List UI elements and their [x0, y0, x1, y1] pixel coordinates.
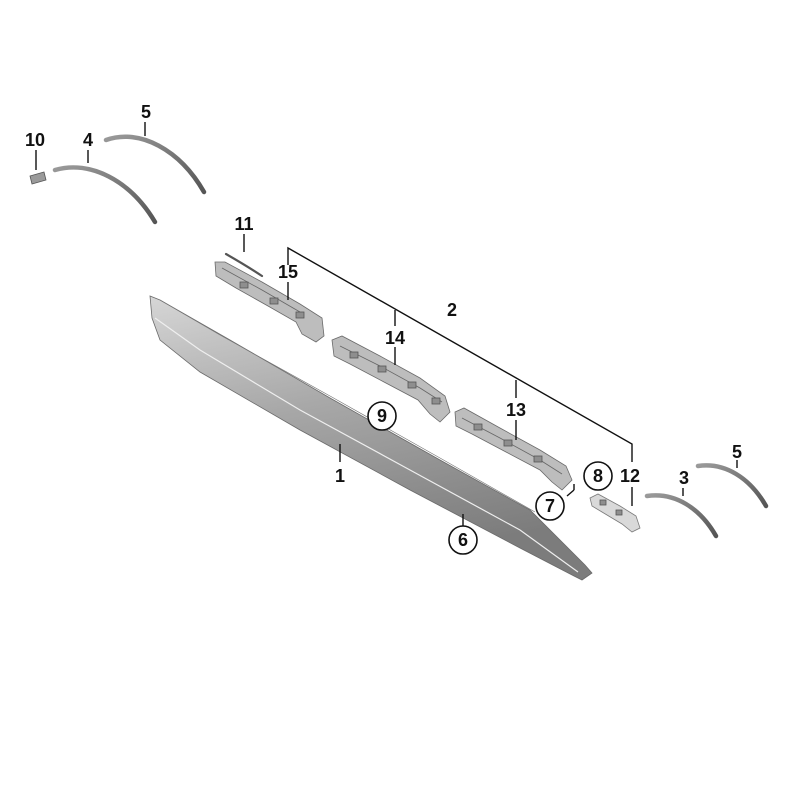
label-3: 3	[679, 468, 689, 488]
end-cap-10	[29, 171, 47, 185]
label-6: 6	[458, 530, 468, 550]
side-sill-part	[149, 295, 593, 581]
label-14: 14	[385, 328, 405, 348]
label-5-right: 5	[732, 442, 742, 462]
wheel-arch-trim-5-front	[695, 463, 769, 509]
circle-label-6	[448, 525, 478, 555]
label-10: 10	[25, 130, 45, 150]
label-4: 4	[83, 130, 93, 150]
support-bracket-14	[331, 335, 451, 423]
label-13: 13	[506, 400, 526, 420]
label-9: 9	[377, 406, 387, 426]
support-bracket-13	[454, 407, 573, 491]
leader-lines	[35, 122, 738, 528]
label-15: 15	[278, 262, 298, 282]
circle-label-8	[583, 461, 613, 491]
support-bracket-15	[214, 261, 325, 343]
wheel-arch-trim-5-rear	[103, 134, 207, 195]
label-8: 8	[593, 466, 603, 486]
label-7: 7	[545, 496, 555, 516]
label-2: 2	[447, 300, 457, 320]
wheel-arch-trim-4	[52, 165, 158, 225]
label-11: 11	[234, 214, 253, 234]
circle-label-9	[367, 401, 397, 431]
part-labels: 1 2 3 4 5 5 6 7 8 9 10 11 12 13 14 15	[25, 102, 742, 550]
label-5-left: 5	[141, 102, 151, 122]
label-12: 12	[620, 466, 640, 486]
circle-label-7	[535, 491, 565, 521]
clip-bracket-12	[589, 493, 641, 533]
label-1: 1	[335, 466, 345, 486]
wheel-arch-trim-3	[644, 493, 719, 539]
seal-strip-11	[224, 252, 264, 278]
